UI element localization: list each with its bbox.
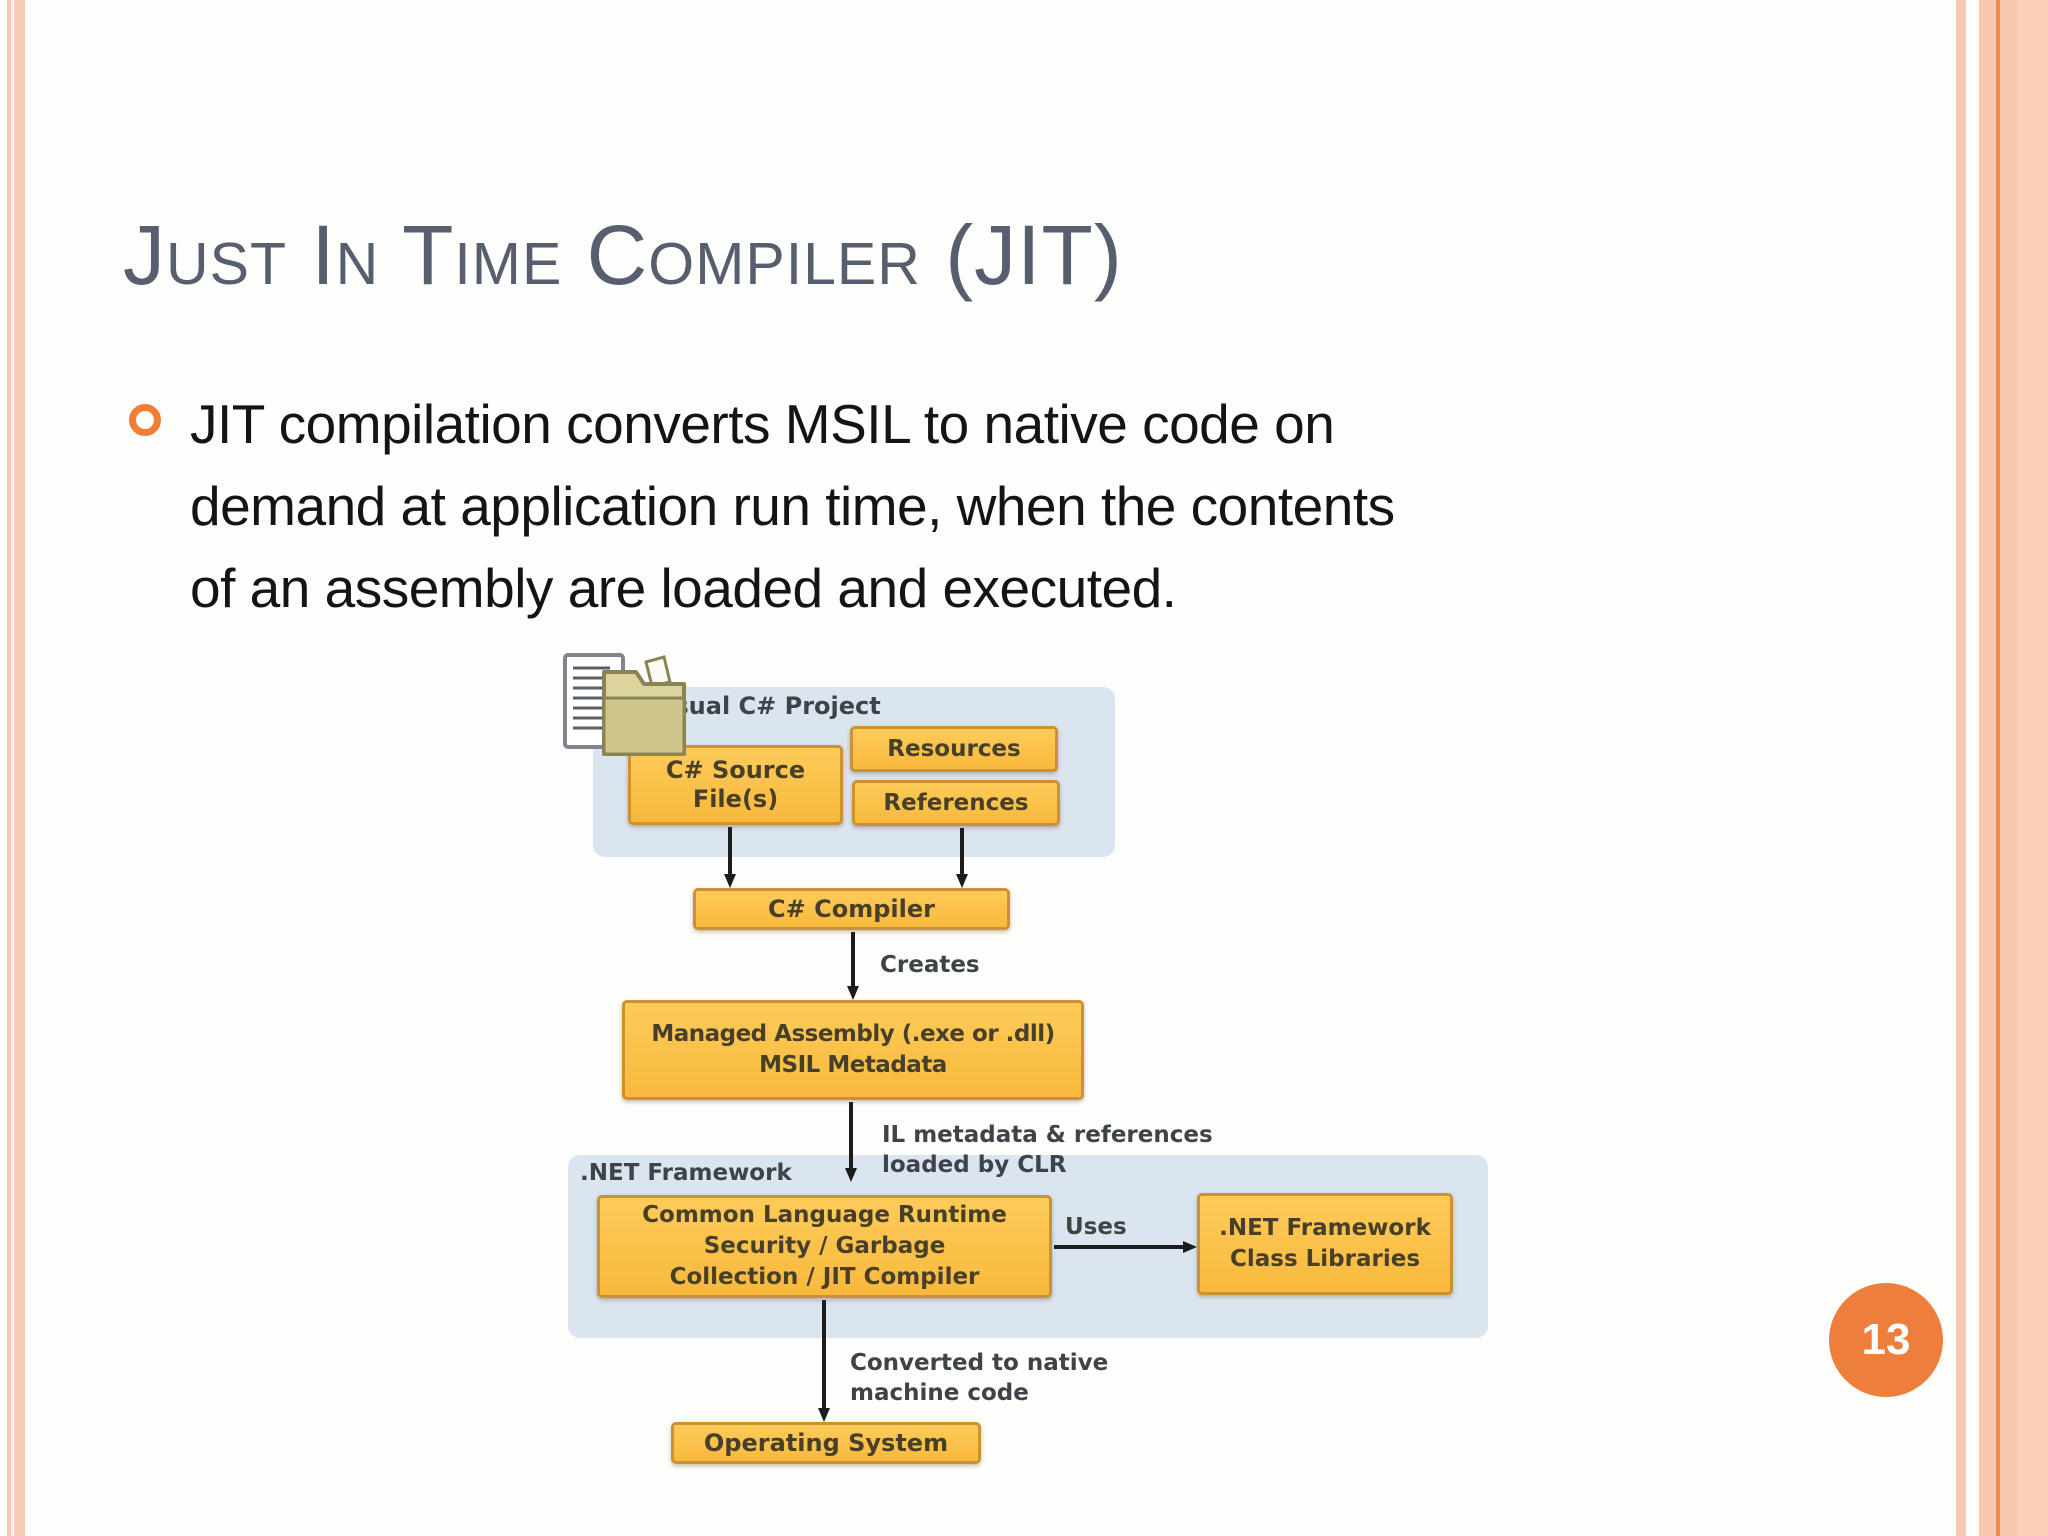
net-framework-group-label: .NET Framework <box>580 1160 792 1186</box>
operating-system-box: Operating System <box>671 1422 981 1464</box>
bullet-icon <box>129 404 161 436</box>
label-line: machine code <box>850 1380 1029 1406</box>
label-line: Converted to native <box>850 1350 1109 1376</box>
box-line: Managed Assembly (.exe or .dll) <box>651 1021 1055 1047</box>
jit-compilation-diagram: Visual C# Project C# Source File(s) Reso… <box>560 650 1500 1490</box>
csharp-compiler-box: C# Compiler <box>693 888 1010 930</box>
common-language-runtime-box: Common Language Runtime Security / Garba… <box>597 1195 1052 1298</box>
box-line: Collection / JIT Compiler <box>669 1264 980 1290</box>
references-box: References <box>852 780 1060 826</box>
right-border-stripe-thin <box>1956 0 1966 1536</box>
project-folder-icon <box>563 653 686 756</box>
box-line: .NET Framework <box>1219 1215 1431 1241</box>
box-line: Common Language Runtime <box>642 1202 1007 1228</box>
left-border-stripe-thin <box>7 0 11 1536</box>
bullet-line: demand at application run time, when the… <box>190 475 1395 537</box>
box-line: MSIL Metadata <box>759 1052 947 1078</box>
box-line: Security / Garbage <box>703 1233 946 1259</box>
converted-to-native-label: Converted to native machine code <box>850 1348 1108 1408</box>
box-line: C# Source <box>665 756 806 784</box>
creates-label: Creates <box>880 952 980 978</box>
csharp-source-files-box: C# Source File(s) <box>628 745 843 825</box>
bullet-text: JIT compilation converts MSIL to native … <box>190 383 1810 629</box>
managed-assembly-box: Managed Assembly (.exe or .dll) MSIL Met… <box>622 1000 1084 1100</box>
project-group-label: Visual C# Project <box>648 692 881 720</box>
left-border-stripe-wide <box>14 0 25 1536</box>
resources-box: Resources <box>850 726 1058 772</box>
right-border-band-outer <box>2017 0 2048 1536</box>
bullet-line: of an assembly are loaded and executed. <box>190 557 1177 619</box>
uses-label: Uses <box>1065 1214 1127 1240</box>
il-metadata-label: IL metadata & references loaded by CLR <box>882 1120 1213 1180</box>
net-framework-class-libraries-box: .NET Framework Class Libraries <box>1197 1193 1453 1295</box>
box-line: File(s) <box>692 785 779 813</box>
page-number-badge: 13 <box>1829 1283 1943 1397</box>
label-line: IL metadata & references <box>882 1122 1213 1148</box>
label-line: loaded by CLR <box>882 1152 1067 1178</box>
box-line: Class Libraries <box>1229 1246 1421 1272</box>
bullet-line: JIT compilation converts MSIL to native … <box>190 393 1335 455</box>
right-border-orange-line <box>1996 0 2000 1536</box>
page-number: 13 <box>1861 1315 1911 1364</box>
page-title: Just In Time Compiler (JIT) <box>123 208 1123 302</box>
